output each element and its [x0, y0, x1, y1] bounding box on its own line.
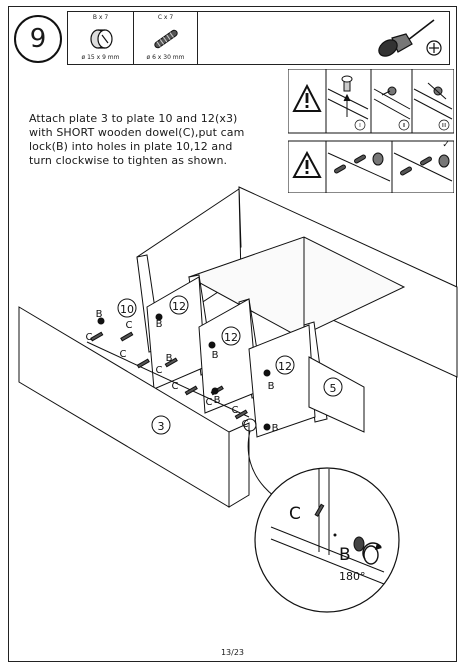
- cam-lock-mark: [155, 313, 163, 321]
- page-number: 13/23: [220, 648, 245, 657]
- part-label-b: B: [272, 423, 279, 434]
- dowel-mark: [120, 331, 134, 342]
- plate-label: 12: [224, 331, 238, 344]
- part-label-c: C: [156, 365, 163, 376]
- part-label-b: B: [214, 395, 221, 406]
- part-label-b: B: [166, 353, 173, 364]
- detail-magnifier: [254, 467, 400, 613]
- part-label-c: C: [120, 349, 127, 360]
- part-size: ø 6 x 30 mm: [146, 54, 185, 61]
- dowel-mark: [234, 409, 248, 420]
- detail-label-dowel: C: [289, 504, 301, 524]
- assembly-diagram: 10 12 12 12 5 3 B C C C B B B C C B C C …: [18, 186, 458, 613]
- part-dowel: C x 7 ø 6 x 30 mm: [134, 12, 198, 64]
- part-label-c: C: [172, 381, 179, 392]
- dowel-mark: [136, 358, 150, 369]
- warning-panels: I II III ✓: [288, 69, 454, 193]
- step-number: 9: [14, 15, 62, 63]
- panel-label: III: [442, 123, 446, 129]
- plate-label: 3: [158, 420, 165, 433]
- part-label-c: C: [232, 405, 239, 416]
- check-mark-icon: ✓: [442, 140, 450, 150]
- part-size: ø 15 x 9 mm: [81, 54, 120, 61]
- cam-lock-icon: [90, 29, 113, 49]
- detail-label-cam: B: [339, 545, 351, 565]
- plate-label: 12: [172, 300, 186, 313]
- plate-label: 5: [330, 382, 337, 395]
- plate-label: 12: [278, 360, 292, 373]
- wooden-dowel-icon: [154, 29, 178, 49]
- part-label-b: B: [156, 319, 163, 330]
- warning-triangle-icon: [292, 150, 322, 178]
- phillips-screwdriver-icon: [378, 19, 442, 57]
- cam-lock-mark: [97, 317, 105, 325]
- parts-table: B x 7 ø 15 x 9 mm C x 7: [67, 11, 450, 65]
- dowel-mark: [184, 385, 198, 396]
- part-label-b: B: [212, 350, 219, 361]
- plate-label: 10: [120, 303, 134, 316]
- panel-label: II: [403, 123, 406, 129]
- rotation-angle: 180°: [339, 570, 366, 583]
- part-label-c: C: [206, 397, 213, 408]
- part-label-b: B: [96, 309, 103, 320]
- cam-lock-mark: [208, 341, 216, 349]
- part-label-b: B: [268, 381, 275, 392]
- cam-lock-mark: [263, 369, 271, 377]
- part-label-c: C: [86, 332, 93, 343]
- warning-triangle-icon: [292, 83, 322, 112]
- cam-lock-mark: [263, 423, 271, 431]
- part-cam-lock: B x 7 ø 15 x 9 mm: [68, 12, 134, 64]
- part-qty: B x 7: [92, 14, 109, 21]
- instruction-text: Attach plate 3 to plate 10 and 12(x3) wi…: [29, 112, 245, 167]
- cam-lock-mark: [211, 387, 219, 395]
- part-label-c: C: [242, 419, 249, 430]
- panel-label: I: [359, 123, 360, 129]
- part-qty: C x 7: [157, 14, 174, 21]
- tool-cell: [198, 12, 451, 64]
- part-label-c: C: [126, 320, 133, 331]
- instruction-page: 9 B x 7 ø 15 x 9 mm C x 7: [8, 6, 458, 662]
- dowel-mark: [90, 331, 104, 342]
- dowel-mark: [164, 357, 178, 368]
